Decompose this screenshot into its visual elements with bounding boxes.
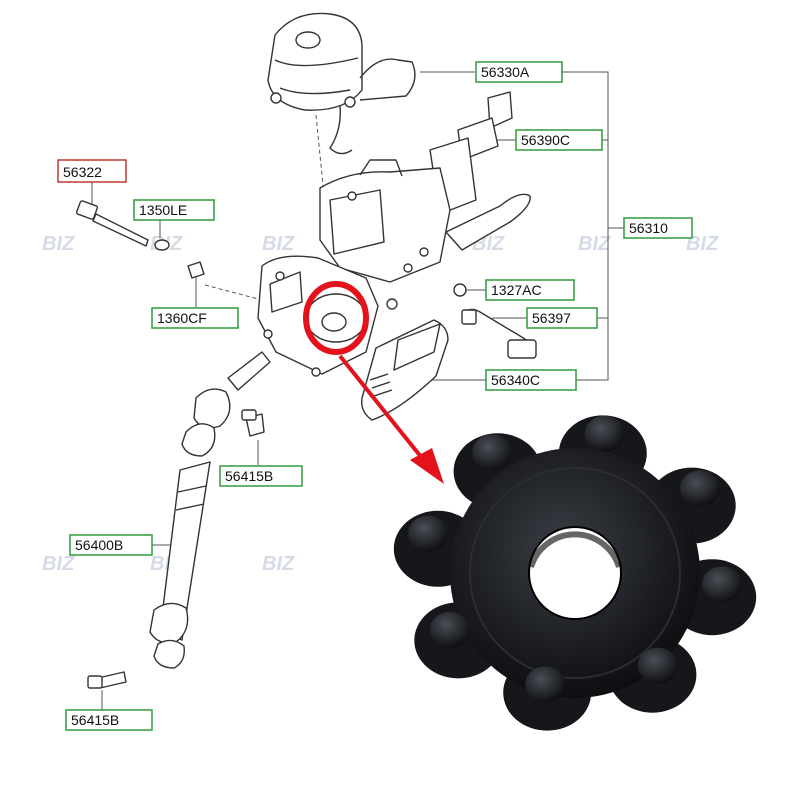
highlight-callout [303,281,444,484]
part-number-text: 56397 [532,310,571,326]
steering-column-lineart [76,12,537,689]
part-label-box [526,307,598,329]
part-label-1350le: 1350LE [133,199,215,221]
coupler-knob [525,666,566,703]
bolt-56322 [76,200,149,247]
part-number-text: 1327AC [491,282,542,298]
part-label-1327ac: 1327AC [485,279,575,301]
part-label-56400b: 56400B [69,534,153,556]
part-label-box [515,129,603,151]
watermark: BIZ [686,233,719,255]
dashed-axis-line [315,114,331,256]
part-label-box [219,465,303,487]
coupler-knob [680,470,720,507]
intermediate-shaft [149,351,271,669]
part-number-text: 1350LE [139,202,187,218]
coupler-drawing [305,293,367,343]
sensor-wire [329,104,353,155]
part-label-box [133,199,215,221]
wiring-clip-56397 [461,308,537,359]
part-label-box [69,534,153,556]
part-number-text: 56415B [225,468,273,484]
rubber-coupler-photo [393,415,757,731]
coupler-knob [702,566,742,603]
coupler-knob [430,611,470,648]
coupler-knobs [408,415,742,703]
washer-1350le [154,239,170,251]
coupler-ring [469,467,681,679]
coupler-center-hole [528,526,622,620]
nut-1360cf [187,261,205,279]
part-label-box [485,369,577,391]
part-number-text: 56330A [481,64,530,80]
motor-wire-harness [359,58,416,101]
pinch-bolt-lower [87,671,127,689]
column-housing [319,159,451,283]
part-label-56415b-upper: 56415B [219,465,303,487]
part-label-box [151,307,239,329]
part-label-box [485,279,575,301]
part-label-56390c: 56390C [515,129,603,151]
part-label-56330a: 56330A [475,61,563,83]
highlight-circle [303,281,369,355]
eps-motor-drawing [267,12,363,111]
steering-sensor-module [361,319,449,421]
watermark: BIZ [42,553,75,575]
part-labels: 56330A 56390C 56322 1350LE 56310 1327AC 1360CF… [57,61,693,731]
part-label-1360cf: 1360CF [151,307,239,329]
part-number-text: 1360CF [157,310,207,326]
part-number-text: 56400B [75,537,123,553]
coupler-knob [472,434,513,471]
part-label-56340c: 56340C [485,369,577,391]
watermark: BIZ [578,233,611,255]
coupler-knob [408,515,448,552]
part-label-56397: 56397 [526,307,598,329]
part-number-text: 56340C [491,372,540,388]
tilt-lever [445,193,531,251]
coupler-knob [584,415,625,452]
highlight-arrow-line [338,354,432,470]
watermark: BIZ [262,553,295,575]
part-number-text: 56322 [63,164,102,180]
part-label-box [475,61,563,83]
coupler-knob [637,647,678,684]
nut-1327ac [453,283,467,297]
part-number-text: 56415B [71,712,119,728]
part-label-box [65,709,153,731]
part-label-56322: 56322 [57,159,127,183]
pinch-bolt-upper [241,409,265,437]
part-label-56415b-lower: 56415B [65,709,153,731]
bracket-line [562,71,609,381]
watermark: BIZ [262,233,295,255]
part-label-box [57,159,127,183]
part-number-text: 56390C [521,132,570,148]
part-label-box [623,217,693,239]
part-number-text: 56310 [629,220,668,236]
watermark: BIZ [42,233,75,255]
part-label-56310: 56310 [623,217,693,239]
highlight-arrow-head [410,448,444,484]
dashed-axis-line [204,284,263,301]
